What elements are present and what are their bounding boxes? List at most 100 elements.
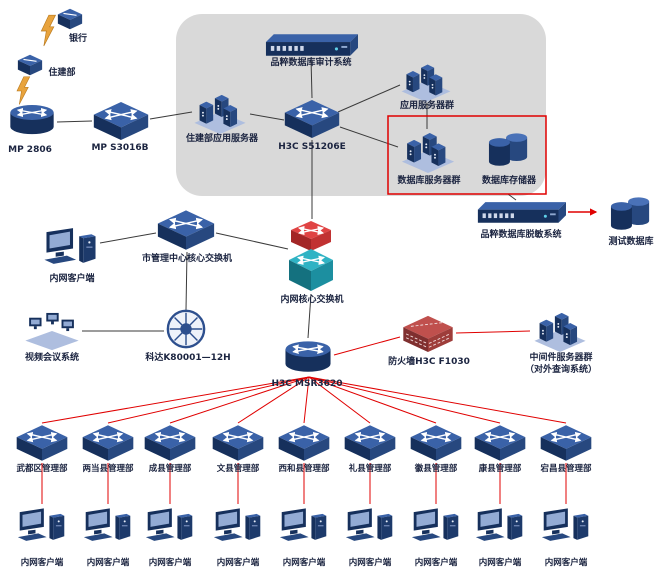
label-test-db: 测试数据库 [608,235,653,247]
pc-icon-branch-client [213,508,261,541]
label-firewall: 防火墙H3C F1030 [388,355,470,367]
pc-icon-branch-client [411,508,459,541]
label-app-cluster: 应用服务器群 [400,99,454,111]
label-msr3620: H3C MSR3620 [272,379,343,389]
switch-icon-city-core [158,210,214,249]
label-middleware-1: 中间件服务器群 [529,351,592,363]
link-msr-branch [308,376,567,424]
label-db-cluster: 数据库服务器群 [397,174,460,186]
rack-server-icon-audit [265,34,358,56]
label-branch: 宕昌县管理部 [539,463,592,474]
label-branch: 徽县管理部 [414,463,458,474]
link-msr-branch [308,376,437,424]
label-intranet-client: 内网客户端 [49,272,94,284]
link-msr-firewall [333,336,401,356]
lightning-icon [40,14,56,47]
pc-icon-branch-client [83,508,131,541]
link-msr-branch [169,376,310,424]
label-s3016b: MP S3016B [91,143,148,153]
link-firewall-middleware [455,330,531,334]
black-links [56,57,517,339]
mcu-icon [166,309,206,349]
label-housing-app-server: 住建部应用服务器 [186,132,259,144]
bank-device-icon [57,8,83,30]
switch-icon-branch [17,425,68,460]
link [307,293,312,339]
label-city-core-switch: 市管理中心核心交换机 [142,252,232,264]
link [56,120,93,123]
label-branch: 康县管理部 [479,463,522,474]
label-client: 内网客户端 [545,557,588,568]
label-desens-system: 品粹数据库脱敏系统 [480,228,561,240]
label-client: 内网客户端 [415,557,458,568]
label-s51206e: H3C S51206E [278,142,345,152]
core-switch-icon [289,221,333,291]
label-audit-system: 品粹数据库审计系统 [270,56,351,68]
pc-icon-branch-client [17,508,65,541]
label-branch: 武都区管理部 [16,463,68,474]
label-intranet-core-switch: 内网核心交换机 [280,293,343,305]
label-branch: 西和县管理部 [278,463,330,474]
link [249,113,285,121]
label-client: 内网客户端 [283,557,326,568]
pc-icon-branch-client [475,508,523,541]
red-links [41,208,598,504]
pc-icon-branch-client [541,508,589,541]
rack-server-icon-desens [477,202,566,223]
label-branch: 两当县管理部 [82,463,134,474]
firewall-icon [402,315,454,352]
label-mp2806: MP 2806 [8,145,52,155]
database-highlight-box [387,115,547,195]
video-conference-icon [25,312,79,351]
mohurd-device-icon [17,54,43,76]
label-client: 内网客户端 [149,557,192,568]
label-db-storage: 数据库存储器 [482,174,537,186]
label-client: 内网客户端 [21,557,64,568]
switch-icon-branch [411,425,462,460]
label-branch: 礼县管理部 [349,463,392,474]
pc-icon-branch-client [279,508,327,541]
label-client: 内网客户端 [349,557,392,568]
label-bank: 银行 [69,32,87,44]
label-client: 内网客户端 [217,557,260,568]
pc-icon-branch-client [345,508,393,541]
label-video-conference: 视频会议系统 [25,351,79,363]
switch-icon-branch [345,425,396,460]
link-msr-branch [308,376,371,424]
lightning-icon [16,76,31,105]
label-branch: 成县管理部 [149,463,192,474]
switch-icon-branch [475,425,526,460]
router-icon-mp2806 [10,105,53,134]
server-zone-background [176,14,546,196]
link [310,57,313,99]
label-keda-mcu: 科达K80001—12H [145,351,230,363]
link [337,84,401,113]
pc-icon-intranet-client [44,228,96,264]
link [149,111,193,120]
storage-icon-testdb [610,197,650,230]
link [507,193,517,201]
link-msr-branch [41,376,310,424]
switch-icon-branch [213,425,264,460]
label-middleware-2: （对外查询系统） [525,363,597,375]
switch-icon-branch [279,425,330,460]
label-mohurd: 住建部 [48,66,75,78]
link-msr-branch [107,376,310,424]
link [185,251,188,311]
label-client: 内网客户端 [479,557,522,568]
label-client: 内网客户端 [87,557,130,568]
server-cluster-icon-middleware [534,313,585,352]
label-branch: 文县管理部 [217,463,260,474]
link-msr-branch [303,376,310,424]
switch-icon-branch [541,425,592,460]
link [215,232,289,250]
router-icon-msr3620 [285,341,330,371]
switch-icon-branch [145,425,196,460]
pc-icon-branch-client [145,508,193,541]
switch-icon-branch [83,425,134,460]
link-msr-branch [308,376,501,424]
link-msr-branch [237,376,310,424]
link [99,232,157,244]
